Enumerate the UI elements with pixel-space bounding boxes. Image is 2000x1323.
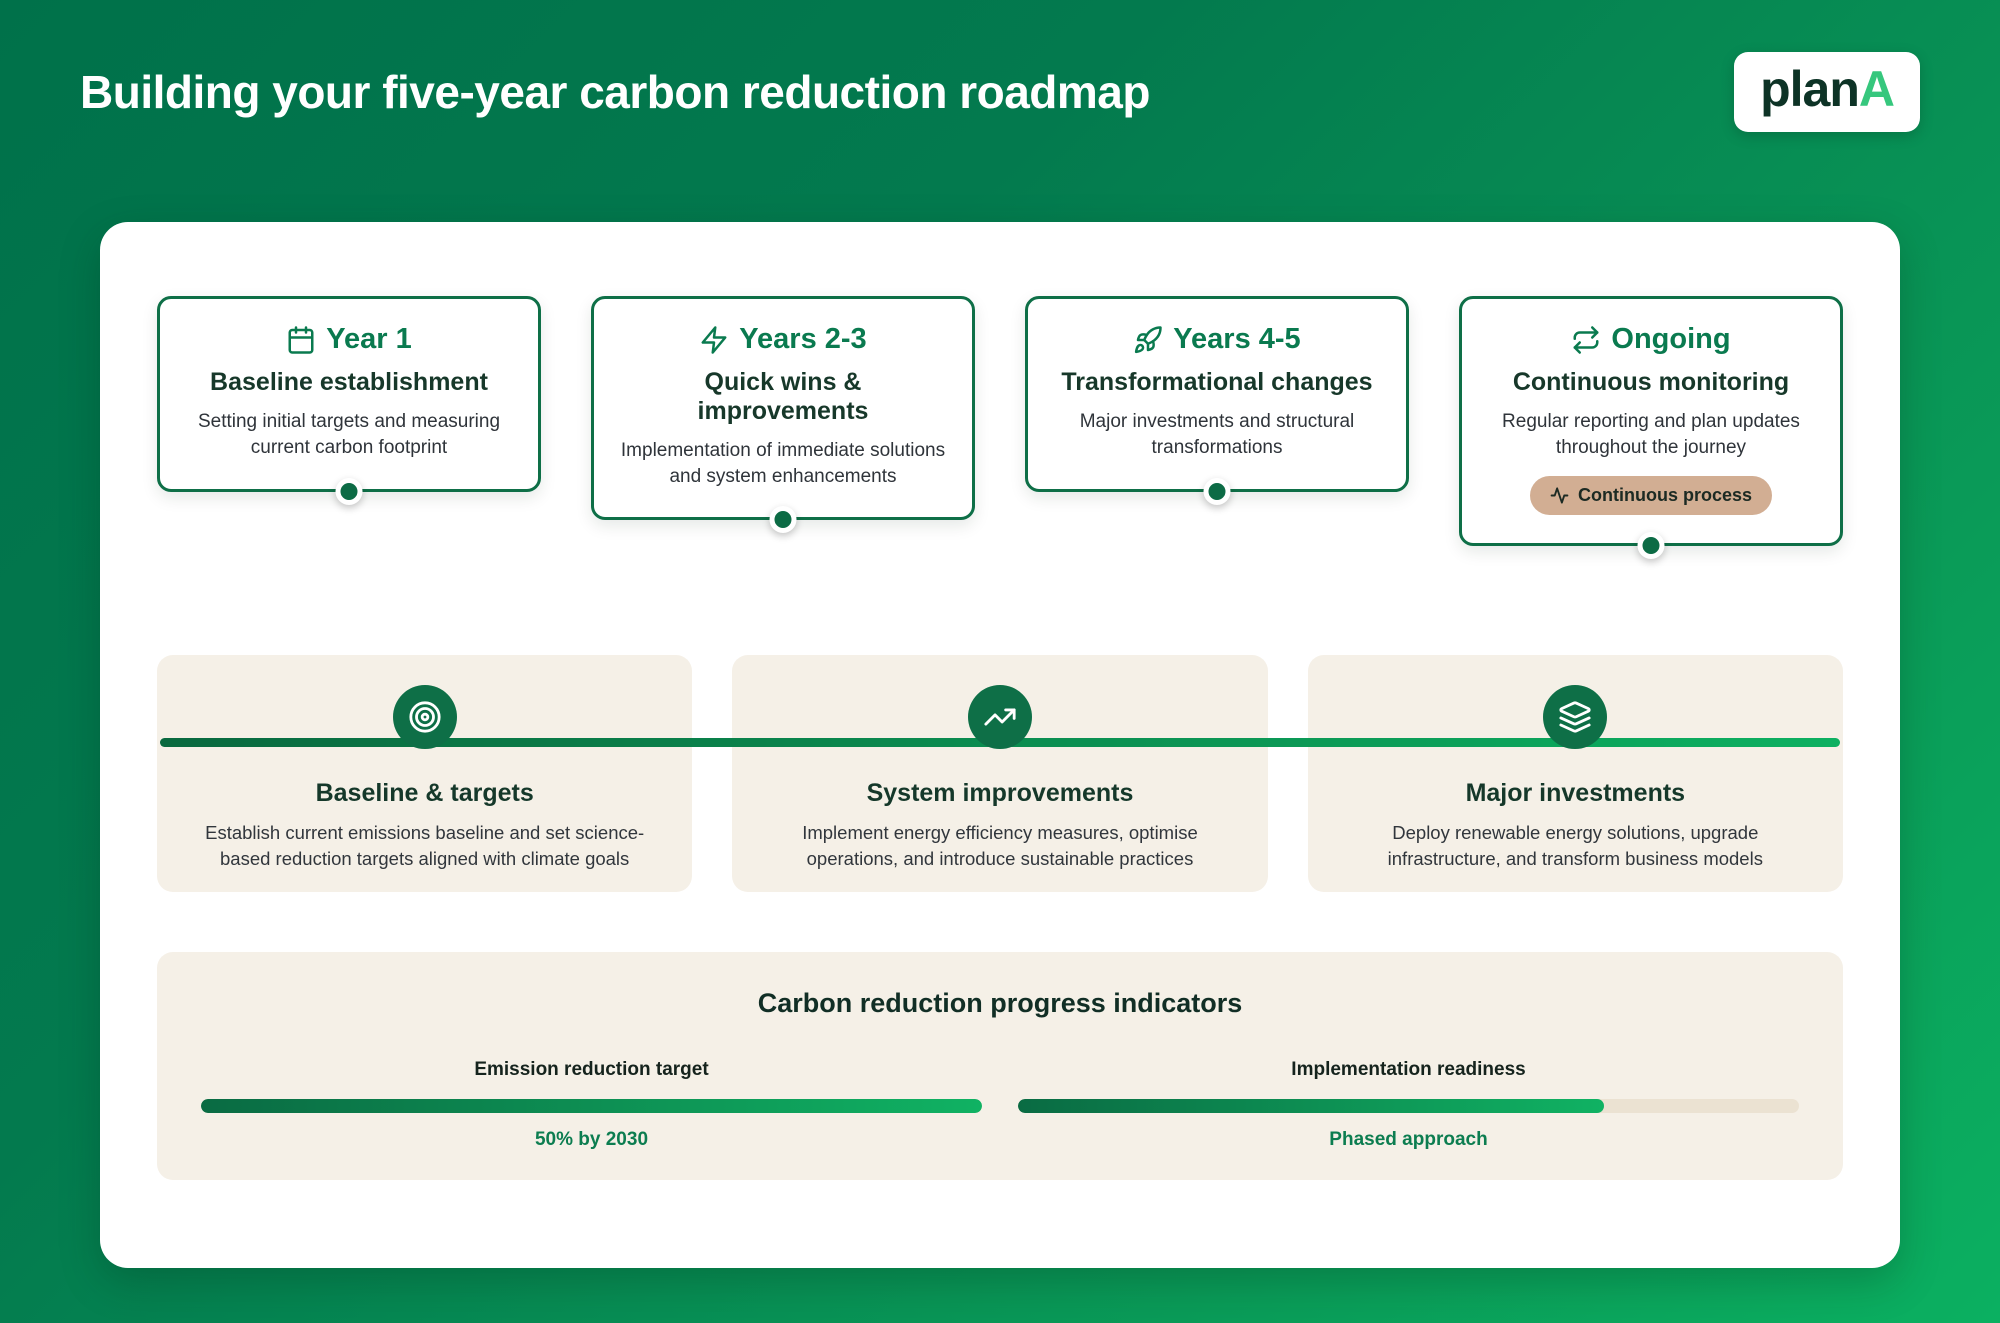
continuous-process-badge: Continuous process <box>1529 476 1772 516</box>
lightning-icon <box>701 325 727 354</box>
roadmap-panel: Year 1 Baseline establishment Setting in… <box>100 222 1900 1268</box>
logo-text-a: A <box>1858 61 1895 117</box>
timeline-period-label: Years 4-5 <box>1173 323 1301 355</box>
progress-bar-track <box>201 1099 982 1114</box>
indicator-emission-reduction: Emission reduction target 50% by 2030 <box>201 1059 982 1151</box>
timeline-period-label: Years 2-3 <box>739 323 867 355</box>
indicator-label: Emission reduction target <box>474 1059 709 1081</box>
repeat-icon <box>1573 325 1599 354</box>
indicator-value: Phased approach <box>1329 1129 1488 1151</box>
activity-icon <box>1550 487 1569 504</box>
page-title: Building your five-year carbon reduction… <box>80 66 1150 118</box>
phase-card-description: Implement energy efficiency measures, op… <box>802 822 1198 870</box>
target-icon <box>409 701 441 733</box>
layers-icon <box>1559 701 1591 733</box>
timeline-card-period: Years 2-3 <box>616 323 950 356</box>
indicator-label: Implementation readiness <box>1291 1059 1526 1081</box>
progress-title: Carbon reduction progress indicators <box>757 988 1243 1019</box>
logo-text-plan: plan <box>1760 61 1860 117</box>
timeline-card-period: Years 4-5 <box>1050 323 1384 356</box>
phase-card-major-investments: Major investments Deploy renewable energ… <box>1307 655 1843 893</box>
timeline-card-years-2-3: Years 2-3 Quick wins & improvements Impl… <box>591 296 975 534</box>
badge-label: Continuous process <box>1577 485 1752 506</box>
phase-row: Baseline & targets Establish current emi… <box>157 655 1843 893</box>
timeline-period-label: Ongoing <box>1611 323 1731 355</box>
timeline-period-label: Year 1 <box>326 323 412 355</box>
trending-up-icon <box>984 708 1016 726</box>
timeline-card-description: Setting initial targets and measuring cu… <box>197 411 501 458</box>
header: Building your five-year carbon reduction… <box>80 52 1920 132</box>
rocket-icon <box>1135 325 1163 353</box>
timeline-card-description: Implementation of immediate solutions an… <box>620 440 946 487</box>
timeline-dot <box>335 478 363 505</box>
timeline-card-title: Baseline establishment <box>210 368 488 396</box>
phase-section: Baseline & targets Establish current emi… <box>157 655 1843 893</box>
progress-bar-fill <box>1018 1099 1604 1114</box>
timeline-card-description: Regular reporting and plan updates throu… <box>1502 411 1800 458</box>
timeline-dot <box>1203 478 1231 505</box>
timeline-dot <box>769 506 797 534</box>
timeline-card-title: Quick wins & improvements <box>697 368 869 425</box>
timeline-dot <box>1637 532 1665 560</box>
phase-card-description: Deploy renewable energy solutions, upgra… <box>1387 822 1763 870</box>
timeline-card-description: Major investments and structural transfo… <box>1079 411 1355 458</box>
phase-card-title: System improvements <box>866 779 1134 808</box>
phase-card-baseline-targets: Baseline & targets Establish current emi… <box>157 655 693 893</box>
timeline-card-years-4-5: Years 4-5 Transformational changes Major… <box>1025 296 1409 505</box>
timeline-card-year-1: Year 1 Baseline establishment Setting in… <box>157 296 541 505</box>
indicator-row: Emission reduction target 50% by 2030 Im… <box>157 1059 1843 1151</box>
phase-icon-circle <box>1543 685 1608 750</box>
progress-indicators-panel: Carbon reduction progress indicators Emi… <box>157 952 1843 1181</box>
timeline-card-title: Transformational changes <box>1061 368 1373 396</box>
phase-icon-circle <box>392 685 457 750</box>
phase-card-description: Establish current emissions baseline and… <box>205 822 645 870</box>
timeline-card-period: Year 1 <box>182 323 516 356</box>
phase-card-system-improvements: System improvements Implement energy eff… <box>732 655 1268 893</box>
calendar-icon <box>288 325 314 354</box>
phase-card-title: Baseline & targets <box>315 779 534 808</box>
indicator-value: 50% by 2030 <box>534 1129 649 1151</box>
phase-icon-circle <box>967 685 1032 750</box>
timeline-card-period: Ongoing <box>1484 323 1818 356</box>
timeline-card-title: Continuous monitoring <box>1512 368 1790 396</box>
timeline-row: Year 1 Baseline establishment Setting in… <box>157 296 1843 560</box>
plan-a-logo: planA <box>1734 52 1920 132</box>
phase-card-title: Major investments <box>1465 779 1686 808</box>
timeline-card-ongoing: Ongoing Continuous monitoring Regular re… <box>1459 296 1843 560</box>
progress-bar-track <box>1018 1099 1799 1114</box>
progress-bar-fill <box>201 1099 982 1114</box>
indicator-implementation-readiness: Implementation readiness Phased approach <box>1018 1059 1799 1151</box>
